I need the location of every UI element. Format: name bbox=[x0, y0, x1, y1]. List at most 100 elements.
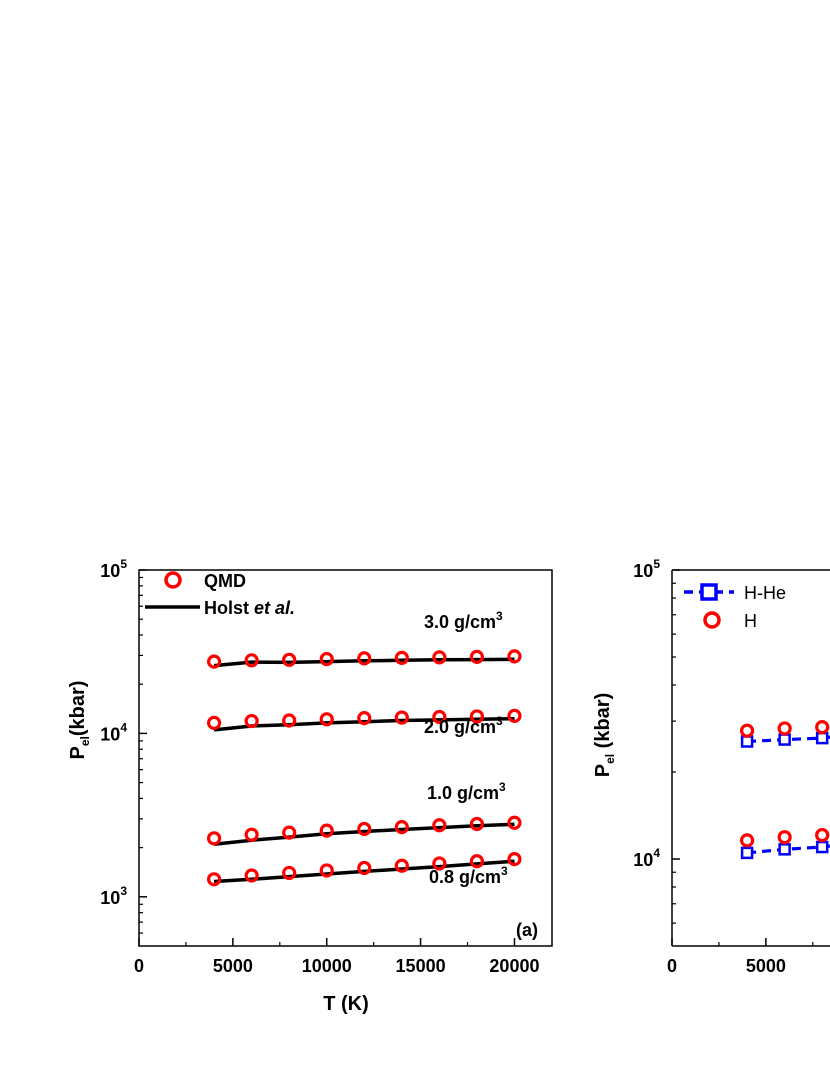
y-tick-label-a-1: 104 bbox=[100, 720, 127, 744]
qmd-point-3-1 bbox=[244, 868, 259, 883]
annotation-3-0: 3.0 g/cm3 bbox=[424, 609, 503, 632]
qmd-point-0-5 bbox=[394, 650, 409, 665]
legend-h-marker bbox=[703, 611, 721, 629]
y-tick-exp-a-1: 4 bbox=[120, 720, 127, 734]
y-axis-title-b: Pel (kbar) bbox=[592, 693, 617, 777]
y-tick-base-a-0: 10 bbox=[100, 888, 120, 908]
legend-qmd-marker bbox=[164, 571, 182, 589]
legend-qmd-label: QMD bbox=[204, 571, 246, 591]
hhe-point-0-0 bbox=[740, 735, 754, 748]
annotation-1-0: 1.0 g/cm3 bbox=[427, 780, 506, 803]
hhe-point-1-0 bbox=[740, 846, 754, 860]
x-tick-label-a-3: 15000 bbox=[396, 956, 446, 976]
qmd-point-0-0 bbox=[206, 654, 222, 669]
qmd-point-1-1 bbox=[244, 713, 259, 729]
qmd-point-1-7 bbox=[469, 709, 485, 724]
annotation-1-0-sup: 3 bbox=[499, 780, 506, 794]
y-tick-exp-a-2: 5 bbox=[120, 557, 127, 571]
qmd-point-3-5 bbox=[394, 858, 409, 873]
y-axis-title-a: Pel(kbar) bbox=[67, 681, 92, 760]
hhe-point-1-2 bbox=[815, 840, 829, 854]
y-tick-label-a-0: 103 bbox=[100, 884, 127, 908]
x-tick-label-a-1: 5000 bbox=[213, 956, 253, 976]
y-tick-exp-b-0: 4 bbox=[653, 846, 660, 860]
y-axis-title-b-rest: (kbar) bbox=[592, 693, 614, 754]
qmd-point-3-0 bbox=[206, 872, 222, 887]
qmd-point-1-5 bbox=[394, 710, 409, 725]
holst-line-2 bbox=[213, 822, 515, 846]
annotation-2-0-sup: 3 bbox=[496, 714, 503, 728]
qmd-point-0-7 bbox=[469, 649, 485, 664]
qmd-point-1-8 bbox=[507, 708, 522, 723]
y-tick-label-b-0: 104 bbox=[633, 846, 660, 870]
annotation-0-8-sup: 3 bbox=[501, 864, 508, 878]
qmd-point-2-7 bbox=[469, 816, 485, 832]
legend-a: QMD Holst et al. bbox=[145, 571, 295, 618]
y-tick-label-a-2: 105 bbox=[100, 557, 127, 581]
h-point-0-2 bbox=[815, 720, 830, 735]
qmd-point-0-2 bbox=[282, 652, 297, 667]
y-tick-label-b-1: 105 bbox=[633, 557, 660, 581]
qmd-point-0-3 bbox=[319, 651, 334, 667]
y-axis-title-a-main: P bbox=[67, 746, 89, 759]
panel-label-a: (a) bbox=[516, 920, 538, 940]
qmd-point-1-4 bbox=[357, 711, 372, 726]
qmd-point-0-1 bbox=[244, 653, 259, 668]
x-tick-label-a-2: 10000 bbox=[302, 956, 352, 976]
legend-hhe-label: H-He bbox=[744, 583, 786, 603]
h-point-1-1 bbox=[777, 830, 792, 845]
h-point-1-2 bbox=[815, 827, 830, 843]
y-tick-base-b-0: 10 bbox=[633, 850, 653, 870]
plot-area-b bbox=[739, 720, 830, 860]
qmd-point-2-3 bbox=[319, 823, 334, 838]
y-tick-base-a-1: 10 bbox=[100, 724, 120, 744]
annotation-0-8-text: 0.8 g/cm bbox=[429, 867, 501, 887]
plot-area-a bbox=[206, 649, 522, 887]
qmd-point-0-8 bbox=[507, 649, 522, 664]
qmd-point-2-6 bbox=[432, 818, 447, 833]
x-tick-label-a-4: 20000 bbox=[489, 956, 539, 976]
qmd-point-3-3 bbox=[319, 863, 334, 878]
qmd-point-1-3 bbox=[319, 712, 334, 727]
y-axis-title-a-rest: (kbar) bbox=[67, 681, 89, 737]
qmd-point-2-0 bbox=[206, 831, 222, 846]
annotation-3-0-text: 3.0 g/cm bbox=[424, 612, 496, 632]
annotation-0-8: 0.8 g/cm3 bbox=[429, 864, 508, 887]
qmd-point-3-7 bbox=[469, 854, 485, 869]
legend-hhe-marker bbox=[700, 583, 718, 601]
annotation-3-0-sup: 3 bbox=[496, 609, 503, 623]
y-tick-exp-a-0: 3 bbox=[120, 884, 127, 898]
qmd-point-3-4 bbox=[357, 860, 372, 876]
holst-line-1 bbox=[213, 716, 515, 732]
y-tick-base-b-1: 10 bbox=[633, 561, 653, 581]
h-point-0-0 bbox=[739, 723, 755, 738]
y-tick-base-a-2: 10 bbox=[100, 561, 120, 581]
qmd-point-1-2 bbox=[282, 713, 297, 728]
legend-holst-label-main: Holst bbox=[204, 598, 254, 618]
legend-b: H-He H bbox=[684, 583, 786, 631]
qmd-point-1-6 bbox=[432, 709, 447, 725]
h-point-0-1 bbox=[777, 721, 792, 736]
hhe-point-1-1 bbox=[778, 843, 791, 856]
x-tick-label-b-0: 0 bbox=[667, 956, 677, 976]
x-tick-label-b-1: 5000 bbox=[746, 956, 786, 976]
y-tick-exp-b-1: 5 bbox=[653, 557, 660, 571]
hhe-point-0-2 bbox=[815, 731, 829, 745]
legend-holst-label: Holst et al. bbox=[204, 598, 295, 618]
qmd-point-2-4 bbox=[357, 821, 372, 837]
annotation-2-0: 2.0 g/cm3 bbox=[424, 714, 503, 737]
qmd-point-2-5 bbox=[394, 820, 409, 835]
x-axis-a: 0 5000 10000 15000 20000 bbox=[134, 938, 539, 976]
qmd-point-1-0 bbox=[206, 715, 222, 730]
x-tick-label-a-0: 0 bbox=[134, 956, 144, 976]
qmd-point-3-6 bbox=[432, 856, 447, 871]
h-point-1-0 bbox=[739, 833, 755, 848]
qmd-point-2-2 bbox=[282, 825, 297, 840]
annotation-1-0-text: 1.0 g/cm bbox=[427, 783, 499, 803]
qmd-point-2-1 bbox=[244, 827, 259, 842]
